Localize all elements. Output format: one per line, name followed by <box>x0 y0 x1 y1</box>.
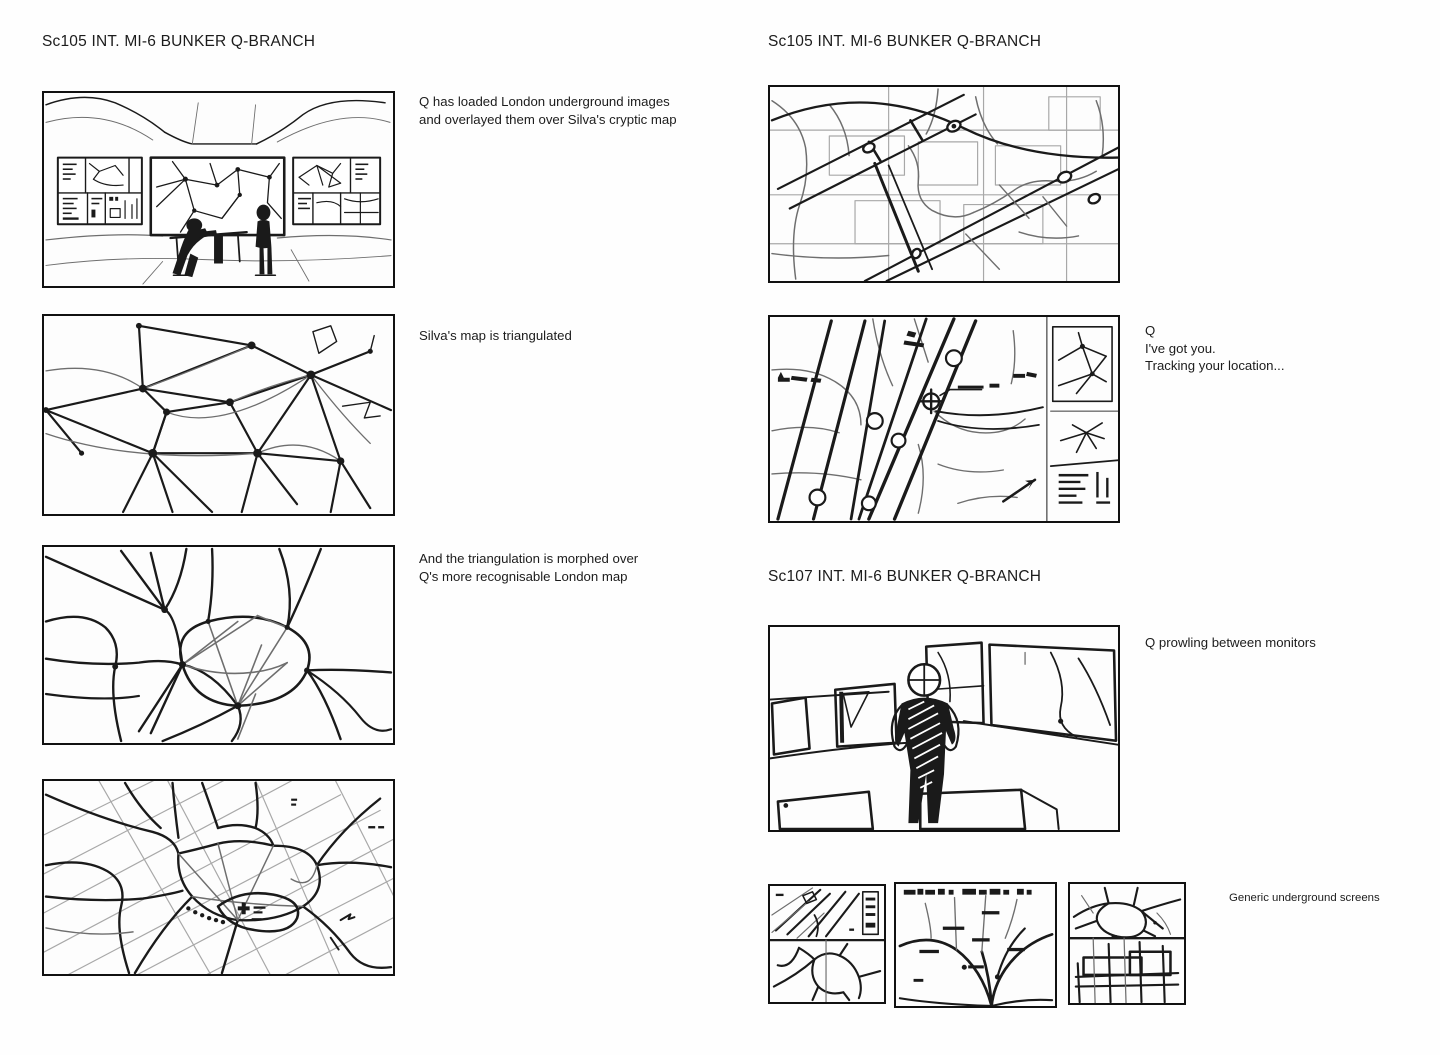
storyboard-panel-6 <box>768 315 1120 523</box>
scene-heading-sc105-left: Sc105 INT. MI-6 BUNKER Q-BRANCH <box>42 33 316 50</box>
storyboard-panel-3 <box>42 545 395 745</box>
storyboard-panel-4 <box>42 779 395 976</box>
caption-panel-7: Q prowling between monitors <box>1145 635 1316 650</box>
storyboard-panel-1 <box>42 91 395 288</box>
scene-heading-sc107: Sc107 INT. MI-6 BUNKER Q-BRANCH <box>768 568 1042 585</box>
storyboard-panel-8 <box>768 884 886 1004</box>
caption-panel-1: Q has loaded London underground images a… <box>419 94 677 127</box>
caption-panel-2: Silva's map is triangulated <box>419 328 572 343</box>
storyboard-panel-10 <box>1068 882 1186 1005</box>
storyboard-panel-5 <box>768 85 1120 283</box>
caption-panel-3: And the triangulation is morphed over Q'… <box>419 551 639 584</box>
storyboard-panel-2 <box>42 314 395 516</box>
scene-heading-sc105-right: Sc105 INT. MI-6 BUNKER Q-BRANCH <box>768 33 1042 50</box>
caption-generic-screens: Generic underground screens <box>1229 892 1380 904</box>
caption-dialogue-q: Q I've got you. Tracking your location..… <box>1145 323 1285 373</box>
storyboard-panel-9 <box>894 882 1057 1008</box>
storyboard-panel-7 <box>768 625 1120 832</box>
